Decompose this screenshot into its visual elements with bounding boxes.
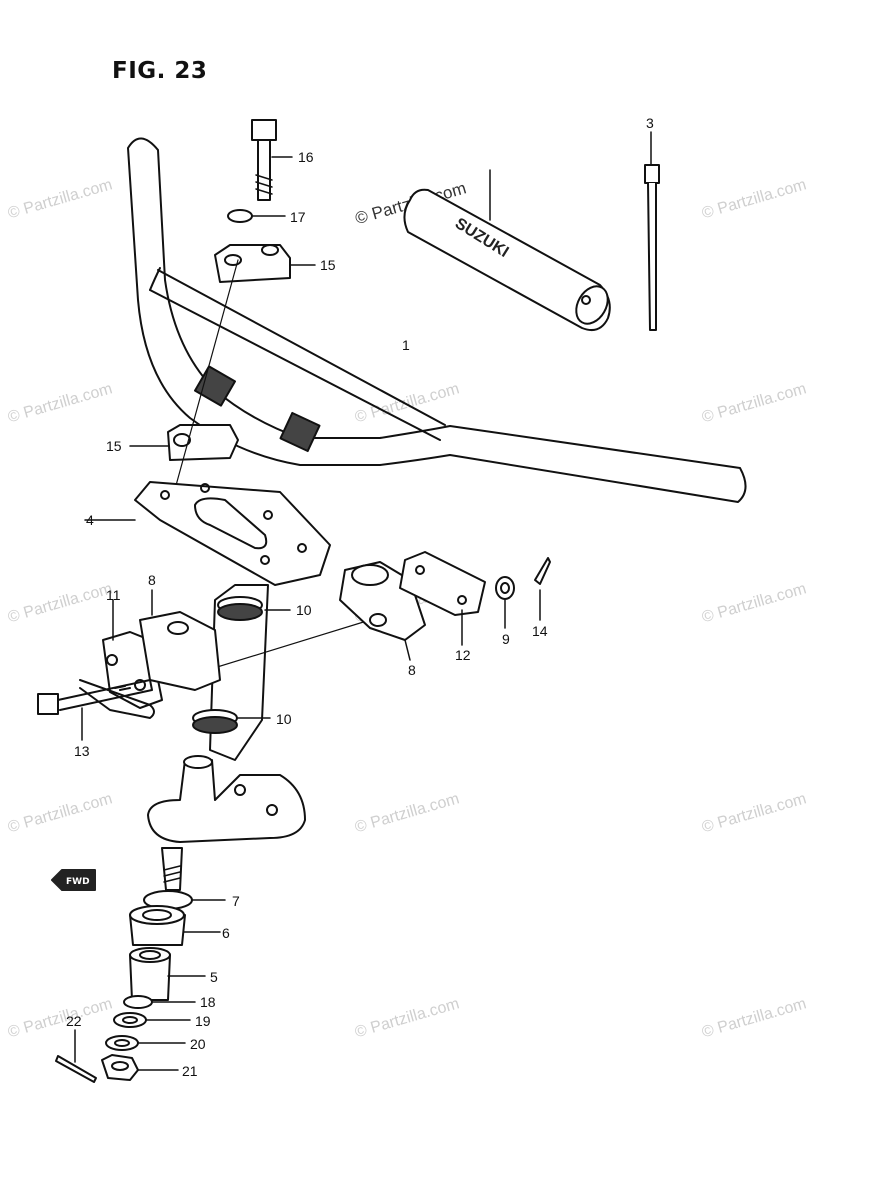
callout-label: 14 xyxy=(532,623,548,639)
callout-label: 4 xyxy=(86,512,94,528)
handlebar-holder-plate xyxy=(84,481,331,586)
callout-label: 6 xyxy=(222,925,230,941)
callout-label: 8 xyxy=(408,662,416,678)
washer xyxy=(123,995,153,1009)
castle-nut xyxy=(495,576,515,629)
cotter-pin xyxy=(534,557,551,621)
bearing xyxy=(129,905,221,946)
washer xyxy=(113,1012,147,1028)
forward-arrow-icon xyxy=(51,869,96,891)
callout-label: 15 xyxy=(106,438,122,454)
clamp-left xyxy=(102,589,221,709)
washer xyxy=(105,1035,139,1051)
callout-label: 1 xyxy=(402,337,410,353)
steering-arm xyxy=(147,755,306,843)
callout-label: 12 xyxy=(455,647,471,663)
clamp-right xyxy=(339,551,486,661)
callout-label: 19 xyxy=(195,1013,211,1029)
bushing xyxy=(129,947,206,1001)
hex-nut xyxy=(101,1054,179,1081)
bolt-long xyxy=(37,679,155,741)
holder-upper xyxy=(214,244,316,283)
callout-label: 17 xyxy=(290,209,306,225)
callout-label: 3 xyxy=(646,115,654,131)
figure-title: FIG. 23 xyxy=(112,58,208,84)
callout-label: 22 xyxy=(66,1013,82,1029)
callout-label: 15 xyxy=(320,257,336,273)
callout-label: 7 xyxy=(232,893,240,909)
cotter-pin xyxy=(55,1029,97,1083)
callout-label: 20 xyxy=(190,1036,206,1052)
forward-label: FWD xyxy=(66,877,90,887)
steering-shaft xyxy=(192,584,291,761)
callout-label: 13 xyxy=(74,743,90,759)
handlebar-pad xyxy=(403,169,611,331)
callout-label: 16 xyxy=(298,149,314,165)
tie-strap xyxy=(644,131,660,331)
callout-label: 9 xyxy=(502,631,510,647)
callout-label: 21 xyxy=(182,1063,198,1079)
callout-label: 11 xyxy=(106,587,121,603)
callout-label: 8 xyxy=(148,572,156,588)
callout-label: 10 xyxy=(296,602,312,618)
callout-label: 10 xyxy=(276,711,292,727)
callout-label: 5 xyxy=(210,969,218,985)
washer xyxy=(227,209,253,223)
handlebar xyxy=(127,137,747,503)
bolt xyxy=(251,119,293,201)
callout-label: 18 xyxy=(200,994,216,1010)
shaft-end xyxy=(161,847,183,891)
